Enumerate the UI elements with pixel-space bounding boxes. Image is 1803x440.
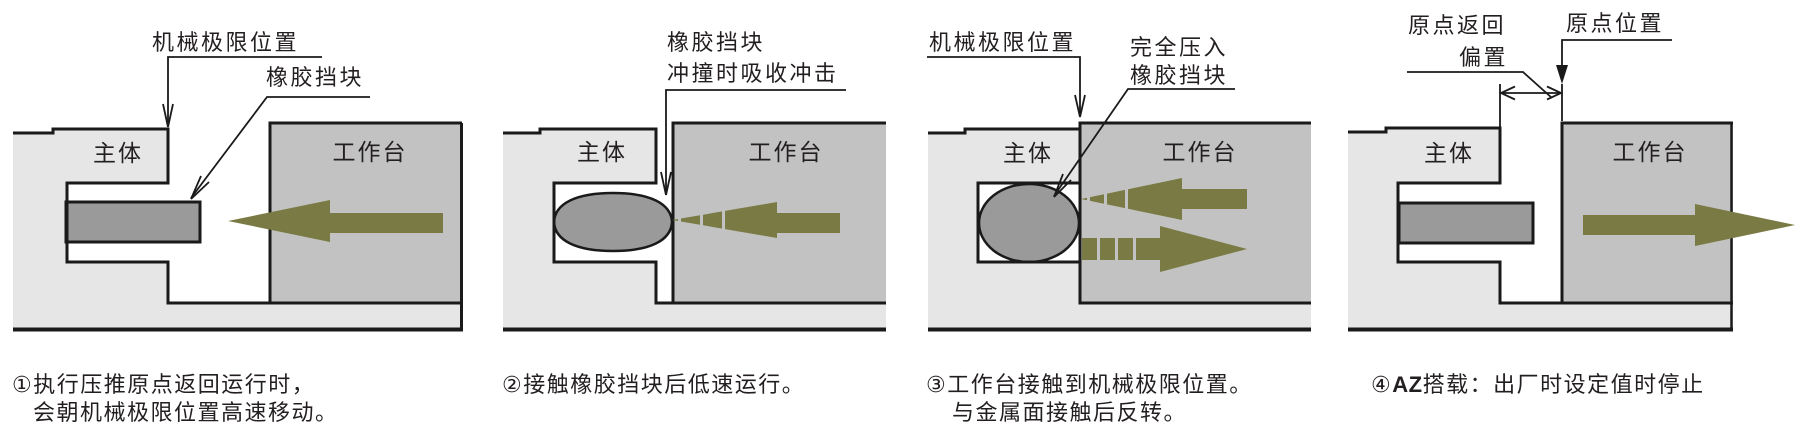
caption-1: ①执行压推原点返回运行时， 会朝机械极限位置高速移动。 xyxy=(12,371,339,427)
stopper-arrowhead xyxy=(660,171,672,196)
body-shape xyxy=(13,129,463,331)
limit-position-label: 机械极限位置 xyxy=(152,30,299,55)
arrow-shaft xyxy=(1583,215,1695,235)
worktable xyxy=(1080,123,1311,303)
stopper-arrowhead xyxy=(190,175,210,200)
caption-2-line1: ②接触橡胶挡块后低速运行。 xyxy=(502,372,806,397)
caption-2: ②接触橡胶挡块后低速运行。 xyxy=(502,371,805,399)
arrow-segment xyxy=(725,202,777,238)
body-outline xyxy=(1348,126,1733,305)
stopper-leader xyxy=(665,89,846,194)
body-label: 主体 xyxy=(93,140,143,166)
origin-marker-arrowhead xyxy=(1556,65,1568,84)
body-shape xyxy=(1348,128,1733,331)
body-label: 主体 xyxy=(1003,140,1053,166)
pressin-leader xyxy=(1053,88,1235,197)
worktable-label: 工作台 xyxy=(1163,139,1238,165)
limit-arrowhead xyxy=(1074,94,1086,118)
arrow-segment xyxy=(1100,238,1115,260)
panel-2-diagram: 橡胶挡块 冲撞时吸收冲击 主体 工作台 xyxy=(503,30,886,332)
absorb-shock-label: 冲撞时吸收冲击 xyxy=(667,61,839,86)
origin-position-label: 原点位置 xyxy=(1566,11,1664,36)
caption-3-line2: 与金属面接触后反转。 xyxy=(952,400,1188,425)
body-label: 主体 xyxy=(1424,140,1474,166)
worktable-label: 工作台 xyxy=(749,139,824,165)
high-speed-arrow xyxy=(228,200,443,242)
origin-label-leader xyxy=(1561,39,1672,65)
body-shape xyxy=(503,129,886,331)
arrow-segment xyxy=(1090,194,1104,204)
caption-1-line1: ①执行压推原点返回运行时， xyxy=(12,372,316,397)
pressin-label-line2: 橡胶挡块 xyxy=(1130,63,1228,88)
panel-4-diagram: 原点返回 偏置 原点位置 主体 工作台 xyxy=(1348,11,1795,332)
panel-1-diagram: 机械极限位置 橡胶挡块 主体 工作台 xyxy=(13,30,463,332)
origin-offset-label-line1: 原点返回 xyxy=(1408,13,1506,38)
rubber-stopper-label: 橡胶挡块 xyxy=(667,30,765,55)
body-outline xyxy=(503,127,886,305)
decel-arrow xyxy=(1081,178,1247,220)
body-shape xyxy=(928,129,1311,331)
worktable-outline xyxy=(1560,121,1733,303)
arrow-tip-segment xyxy=(672,219,678,221)
worktable-outline xyxy=(268,121,462,303)
worktable-outline xyxy=(1078,121,1311,303)
arrow-segment xyxy=(1118,238,1133,260)
origin-offset-label-line2: 偏置 xyxy=(1459,45,1508,70)
arrow-head xyxy=(1160,226,1247,272)
move-to-origin-arrow xyxy=(1583,204,1795,246)
caption-3-line1: ③工作台接触到机械极限位置。 xyxy=(926,372,1253,397)
panel-3-diagram: 机械极限位置 完全压入 橡胶挡块 主体 工作台 xyxy=(927,30,1311,332)
arrow-segment xyxy=(681,215,700,225)
caption-1-line2: 会朝机械极限位置高速移动。 xyxy=(33,400,339,425)
rubber-stopper xyxy=(64,200,202,244)
arrow-segment xyxy=(1082,238,1097,260)
body-outline xyxy=(13,127,463,305)
dimension-arrowhead-left xyxy=(1498,85,1516,101)
arrow-head xyxy=(1695,204,1795,246)
caption-4-az: AZ xyxy=(1392,372,1423,397)
limit-position-label: 机械极限位置 xyxy=(929,30,1076,55)
pressin-arrowhead xyxy=(1053,173,1072,198)
arrow-shaft xyxy=(1136,238,1160,260)
limit-arrowhead xyxy=(162,103,174,128)
dimension-arrowhead-right xyxy=(1546,85,1564,101)
diagram-canvas: 机械极限位置 橡胶挡块 主体 工作台 橡胶挡块 冲撞时吸收冲击 主体 工作台 xyxy=(13,11,1795,332)
caption-4-rest: 搭载：出厂时设定值时停止 xyxy=(1422,372,1705,397)
limit-position-leader xyxy=(927,56,1081,116)
arrow-tip-segment xyxy=(1081,197,1087,201)
arrow-tail xyxy=(1182,189,1247,209)
caption-4: ④AZ搭载：出厂时设定值时停止 xyxy=(1371,371,1705,399)
rubber-stopper-compressed xyxy=(977,182,1081,264)
caption-4-number: ④ xyxy=(1371,372,1393,397)
offset-label-leader xyxy=(1407,71,1553,99)
body-label: 主体 xyxy=(577,139,627,165)
rubber-stopper xyxy=(1397,201,1535,245)
limit-position-leader xyxy=(167,56,322,125)
rubber-stopper xyxy=(552,191,674,253)
arrow-segment xyxy=(1128,178,1182,220)
arrow-segment xyxy=(1107,189,1125,209)
arrow-tail xyxy=(777,213,840,233)
caption-3: ③工作台接触到机械极限位置。 与金属面接触后反转。 xyxy=(926,371,1253,427)
worktable-outline xyxy=(671,121,886,303)
low-speed-arrow xyxy=(672,202,840,238)
pressin-label-line1: 完全压入 xyxy=(1130,35,1228,60)
rubber-stopper-label: 橡胶挡块 xyxy=(266,65,364,90)
worktable-label: 工作台 xyxy=(1613,139,1688,165)
arrow-segment xyxy=(703,211,722,229)
reverse-arrow xyxy=(1082,226,1247,272)
stopper-leader xyxy=(190,96,370,199)
worktable-label: 工作台 xyxy=(333,139,408,165)
